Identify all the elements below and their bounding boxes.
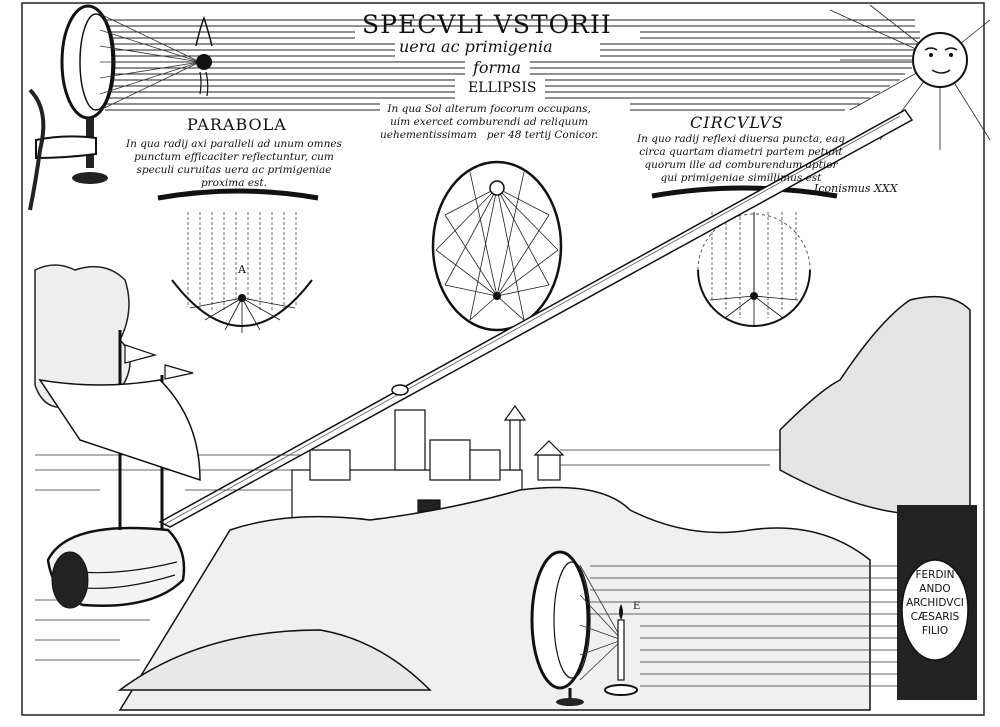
candle-icon [604, 604, 638, 696]
ellipse-diagram [431, 160, 563, 332]
hand-mirror-icon [28, 4, 213, 211]
sun-icon [829, 4, 991, 150]
point-letter-e: E [633, 601, 641, 612]
sun-rays-bottom [590, 565, 900, 687]
parabola-diagram [157, 188, 319, 333]
circle-label: CIRCVLVS [690, 113, 784, 132]
ellipse-caption: In qua Sol alterum focorum occupans, uim… [380, 103, 599, 141]
burning-beam [158, 109, 914, 528]
circle-caption: In quo radij reflexi diuersa puncta, eaq… [637, 133, 845, 184]
forma-word: forma [473, 58, 521, 77]
dedication-text: FERDIN ANDO ARCHIDVCI CÆSARIS FILIO [906, 569, 964, 637]
ground-mirror-icon [530, 550, 623, 706]
focus-letter-a: A [238, 263, 246, 276]
parabola-caption: In qua radij axi paralleli ad unum omnes… [126, 138, 342, 189]
circle-diagram [651, 185, 838, 327]
dedication-tablet [897, 505, 977, 700]
figure-number: Iconismus XXX [814, 182, 898, 195]
plate-subtitle: uera ac primigenia [399, 37, 553, 56]
parabola-label: PARABOLA [187, 115, 287, 134]
plate-title: SPECVLI VSTORII [362, 10, 612, 39]
sailing-ship-icon [38, 330, 201, 609]
ellipse-label: ELLIPSIS [468, 80, 537, 96]
landscape [117, 295, 971, 711]
